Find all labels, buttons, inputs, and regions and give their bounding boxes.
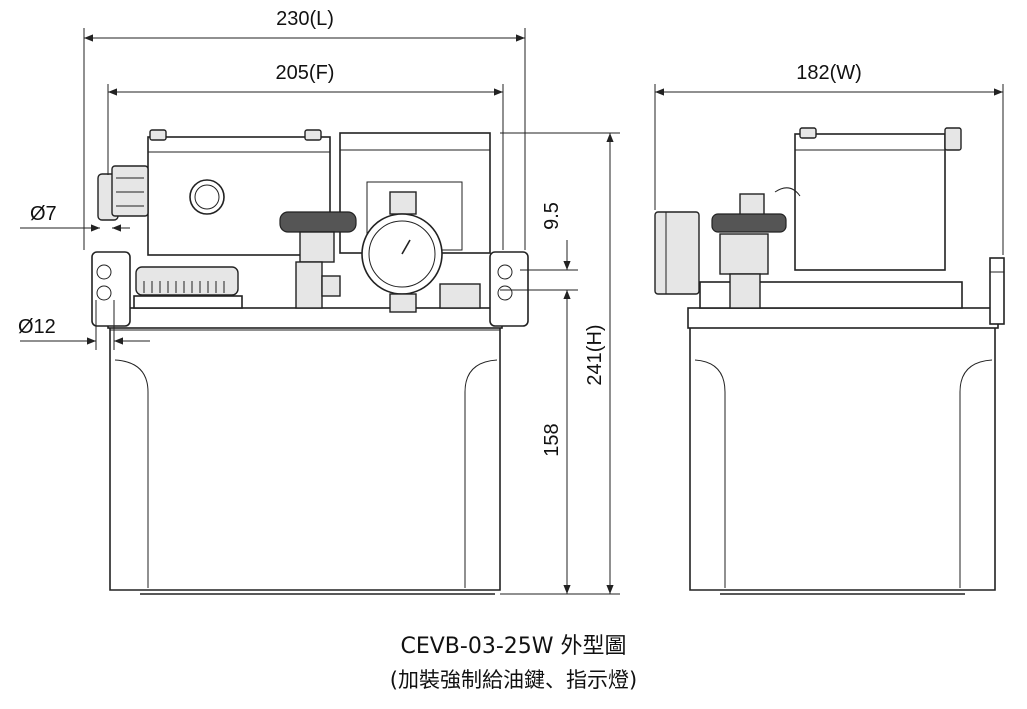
front-pressure-gauge [361,191,481,313]
dim-tank-height-label: 158 [541,423,563,456]
dim-small-hole-label: Ø7 [30,203,57,225]
front-tank [109,326,501,595]
front-view [91,129,529,595]
side-view [654,127,1005,595]
side-gauge [654,211,700,295]
caption-note: (加裝強制給油鍵、指示燈) [389,668,638,692]
front-filler-cap [133,266,243,309]
dim-length-label: 230(L) [276,8,334,30]
dimension-lines [20,28,1004,595]
side-motor-box [774,127,962,271]
caption-model: CEVB-03-25W 外型圖 [400,634,627,659]
side-tank [689,326,996,595]
dim-front-label: 205(F) [276,62,335,84]
dim-large-hole-label: Ø12 [18,316,56,338]
dim-width-label: 182(W) [796,62,862,84]
side-valve-assembly [711,193,787,309]
dim-offset-label: 9.5 [541,202,563,230]
front-base-plate [91,251,529,329]
front-lube-knob [279,211,357,309]
side-indicator-lamp [989,257,1005,325]
front-cable-gland [97,165,149,221]
dim-height-label: 241(H) [584,324,606,385]
